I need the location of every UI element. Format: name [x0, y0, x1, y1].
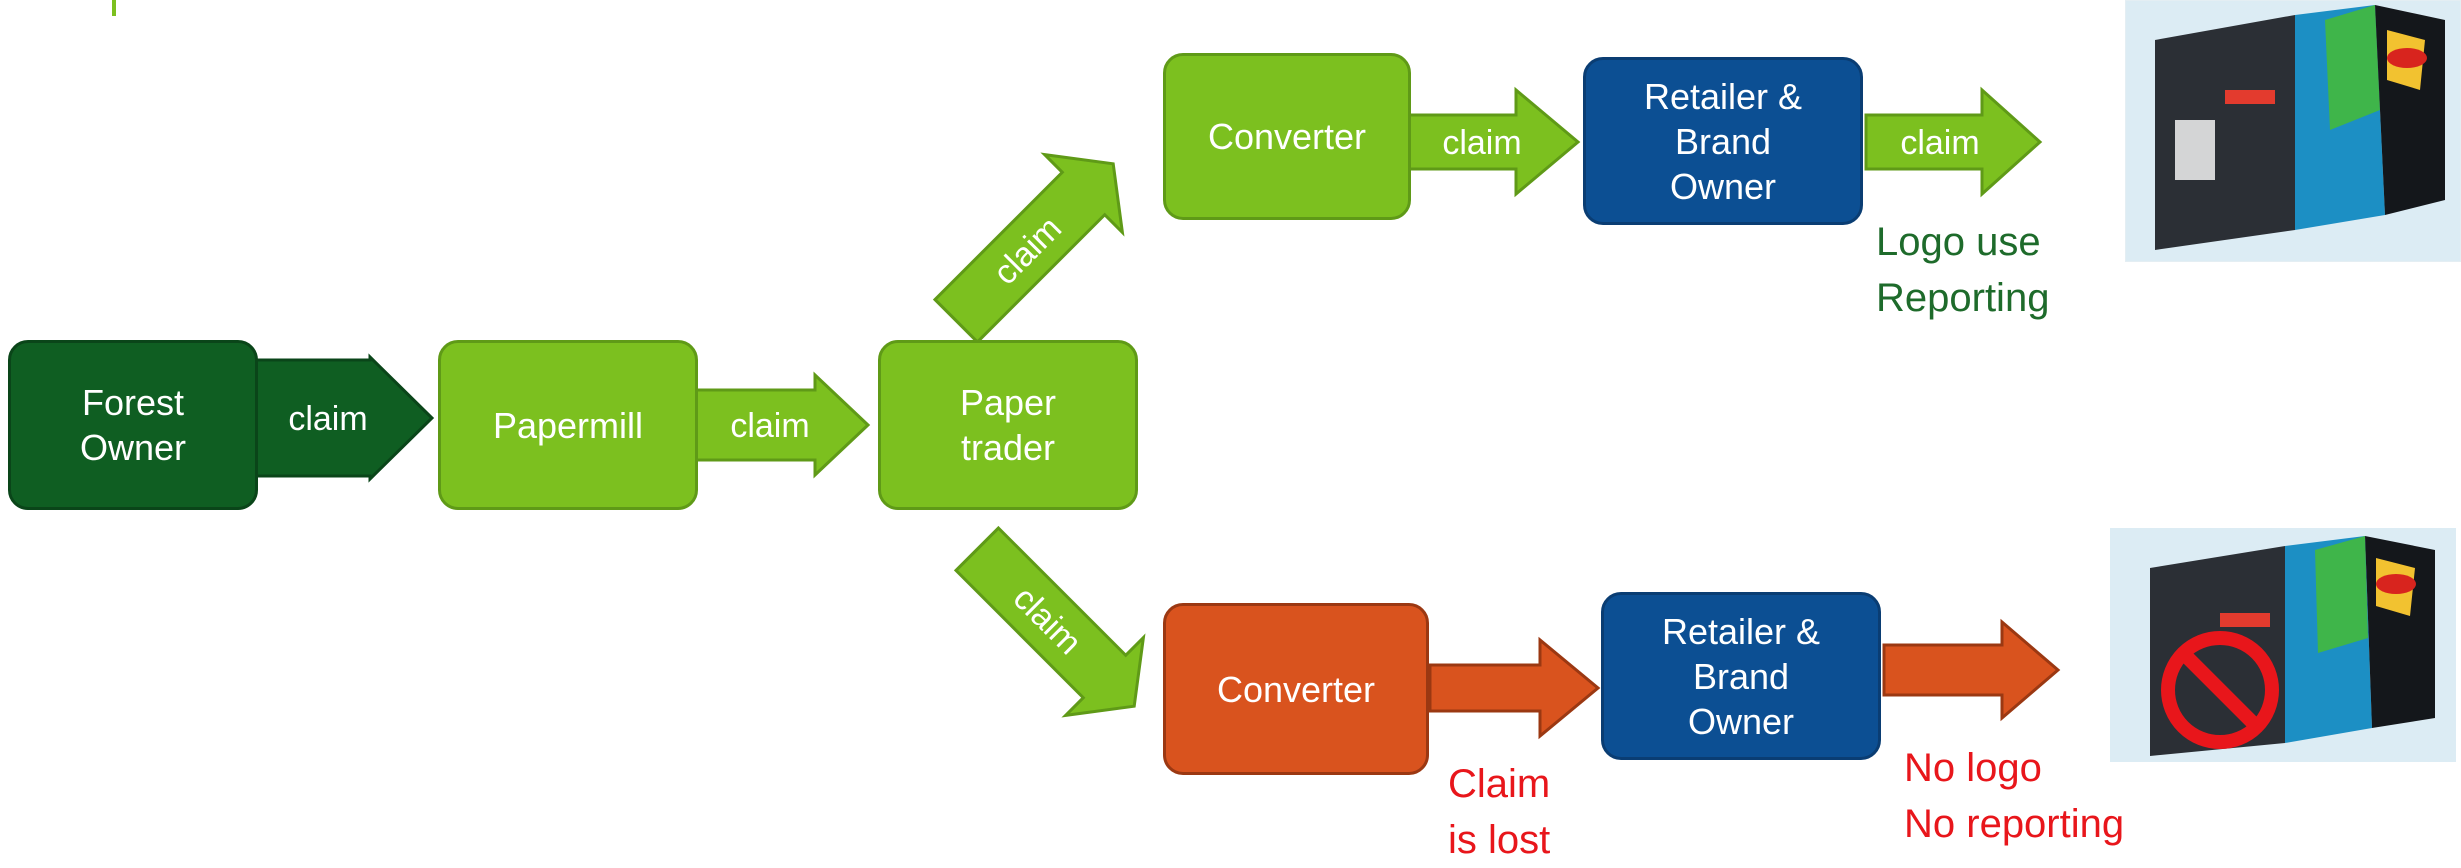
- note-no-logo-no-reporting: No logo No reporting: [1904, 746, 2125, 846]
- arrow-label-retailer-top-out: claim: [1900, 124, 1979, 162]
- node-forest-owner: Forest Owner: [8, 340, 258, 510]
- arrow-converter-top-to-retailer: [1406, 86, 1581, 198]
- arrow-forest-to-papermill: [251, 353, 435, 483]
- arrow-trader-to-converter-top: claim: [932, 152, 1125, 345]
- arrow-retailer-bottom-out: [1882, 618, 2061, 722]
- node-paper-trader: Paper trader: [878, 340, 1138, 510]
- arrow-label-papermill-to-trader: claim: [730, 407, 809, 445]
- corner-mark: [112, 0, 116, 16]
- arrow-converter-bottom-to-retailer: [1428, 636, 1601, 740]
- tea-package-photo-bottom: [2110, 528, 2456, 762]
- note-logo-use-reporting: Logo use Reporting: [1876, 220, 2050, 320]
- arrow-trader-to-converter-bottom: claim: [953, 525, 1146, 718]
- node-retailer-bottom: Retailer & Brand Owner: [1601, 592, 1881, 760]
- no-logo-prohibited-icon: [2161, 631, 2279, 749]
- arrow-label-forest-to-papermill: claim: [288, 400, 367, 438]
- arrow-papermill-to-trader: [693, 371, 871, 479]
- tea-package-photo-top: [2125, 0, 2461, 262]
- note-claim-lost: Claim is lost: [1448, 762, 1551, 862]
- node-retailer-top: Retailer & Brand Owner: [1583, 57, 1863, 225]
- arrow-label-converter-top-to-retailer: claim: [1442, 124, 1521, 162]
- node-converter-bottom: Converter: [1163, 603, 1429, 775]
- node-converter-top: Converter: [1163, 53, 1411, 220]
- arrow-retailer-top-out: [1864, 86, 2043, 198]
- node-papermill: Papermill: [438, 340, 698, 510]
